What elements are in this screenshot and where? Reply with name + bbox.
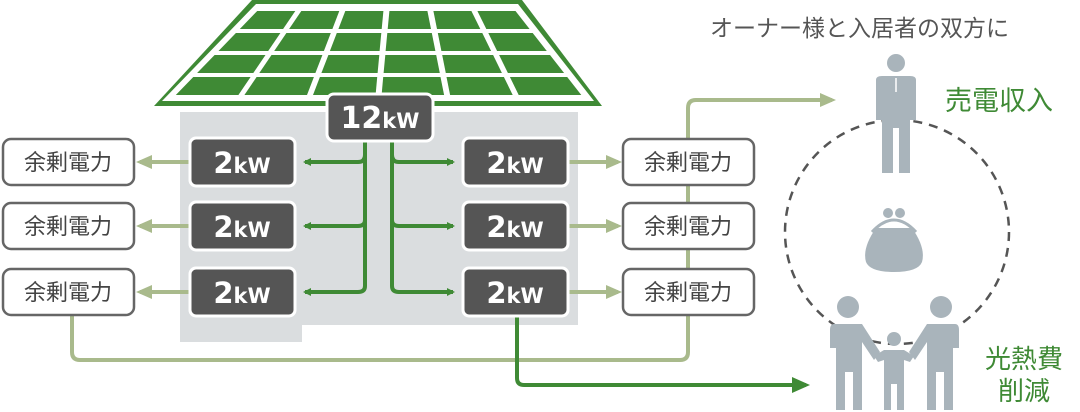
solar-cell [321,55,380,73]
svg-text:余剰電力: 余剰電力 [644,281,732,306]
title: オーナー様と入居者の双方に [710,16,1009,42]
surplus-power-box: 余剰電力 [621,137,756,187]
surplus-power-box: 余剰電力 [1,137,136,187]
family-icon [830,296,959,410]
distribution-lines [303,140,810,393]
surplus-power-box: 余剰電力 [621,201,756,251]
svg-text:余剰電力: 余剰電力 [24,151,112,176]
svg-text:余剰電力: 余剰電力 [644,151,732,176]
solar-cell [313,77,378,95]
total-capacity-box: 12kW [325,92,435,143]
svg-text:2kW: 2kW [213,276,270,310]
svg-text:2kW: 2kW [213,210,270,244]
solar-panel-roof [154,0,602,106]
svg-text:2kW: 2kW [213,146,270,180]
solar-cell [437,33,492,51]
solar-cell [197,55,266,73]
solar-cell [385,33,436,51]
solar-cell [499,55,565,73]
solar-cell [338,11,384,29]
svg-text:12kW: 12kW [341,101,420,136]
svg-text:2kW: 2kW [486,210,543,244]
solar-cell [442,55,502,73]
solar-cell [383,55,440,73]
unit-capacity-box: 2kW [188,136,297,188]
solar-cell [387,11,431,29]
solar-cell [477,11,530,29]
svg-text:余剰電力: 余剰電力 [644,215,732,240]
solar-cell [381,77,445,95]
surplus-power-box: 余剰電力 [621,267,756,317]
unit-capacity-box: 2kW [461,200,570,252]
svg-text:2kW: 2kW [486,146,543,180]
resident-benefit-line2: 削減 [998,377,1050,407]
solar-cell [244,77,314,95]
svg-text:余剰電力: 余剰電力 [24,281,112,306]
purse-icon [865,208,923,272]
solar-cell [446,77,513,95]
unit-capacity-box: 2kW [461,266,570,318]
surplus-power-box: 余剰電力 [1,201,136,251]
owner-benefit: 売電収入 [945,86,1053,117]
unit-capacity-box: 2kW [461,136,570,188]
surplus-power-box: 余剰電力 [1,267,136,317]
unit-capacity-box: 2kW [188,266,297,318]
solar-cell [218,33,281,51]
svg-text:2kW: 2kW [486,276,543,310]
solar-cell [433,11,481,29]
solar-cell [488,33,547,51]
solar-cell [239,11,296,29]
solar-cell [274,33,331,51]
solar-cell [259,55,323,73]
unit-capacity-box: 2kW [188,200,297,252]
solar-cell [329,33,382,51]
svg-text:余剰電力: 余剰電力 [24,215,112,240]
solar-cell [509,77,582,95]
solar-cell [289,11,340,29]
solar-cell [175,77,251,95]
owner-icon [876,54,916,173]
cycle-circle [783,118,1011,346]
resident-benefit-line1: 光熱費 [985,345,1063,375]
